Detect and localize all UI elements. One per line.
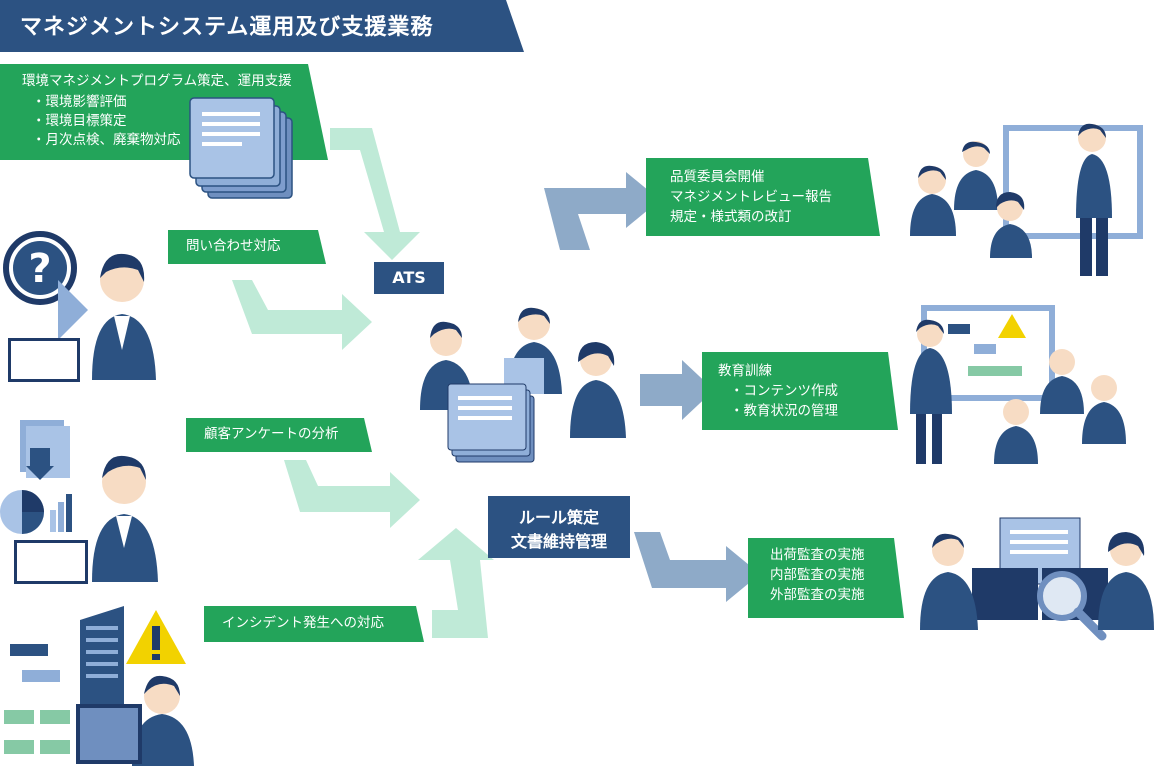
team-meeting-illustration <box>420 307 626 463</box>
document-stack-icon <box>189 97 293 199</box>
training-item: ・コンテンツ作成 <box>730 383 838 399</box>
magnifier-icon <box>1037 571 1107 641</box>
env-program-item: ・環境影響評価 <box>32 94 127 110</box>
inquiry-operator-illustration: ? <box>3 231 156 382</box>
inquiry-label: 問い合わせ対応 <box>186 238 281 254</box>
training-session-illustration <box>910 305 1126 464</box>
quality-item: 規定・様式類の改訂 <box>670 209 792 225</box>
incident-operator-illustration <box>4 606 194 766</box>
rules-label: 文書維持管理 <box>510 532 607 551</box>
audit-illustration <box>920 517 1154 641</box>
survey-analyst-illustration <box>0 420 158 584</box>
survey-box <box>186 418 372 452</box>
survey-label: 顧客アンケートの分析 <box>204 426 339 442</box>
building-icon <box>80 606 124 710</box>
training-item: ・教育状況の管理 <box>730 403 838 419</box>
incident-box <box>204 606 424 642</box>
env-program-item: ・環境目標策定 <box>32 113 127 129</box>
rules-box <box>488 496 630 558</box>
ats-label: ATS <box>392 268 426 287</box>
quality-item: 品質委員会開催 <box>670 169 765 185</box>
ats-box <box>374 262 444 294</box>
title-banner <box>0 0 524 52</box>
inquiry-box <box>168 230 326 264</box>
quality-item: マネジメントレビュー報告 <box>670 189 832 205</box>
rules-label: ルール策定 <box>518 508 599 527</box>
audit-item: 内部監査の実施 <box>770 567 865 583</box>
quality-box <box>646 158 880 236</box>
training-box <box>702 352 898 430</box>
training-title: 教育訓練 <box>718 363 772 379</box>
audit-box <box>748 538 904 618</box>
env-program-item: ・月次点検、廃棄物対応 <box>32 132 181 148</box>
warning-icon <box>126 610 186 664</box>
audit-item: 出荷監査の実施 <box>770 547 865 563</box>
svg-text:?: ? <box>28 246 51 292</box>
incident-label: インシデント発生への対応 <box>222 615 384 631</box>
page-title: マネジメントシステム運用及び支援業務 <box>20 15 434 40</box>
quality-meeting-illustration <box>910 123 1143 276</box>
pie-chart-icon <box>0 490 44 534</box>
audit-item: 外部監査の実施 <box>770 587 865 603</box>
env-program-title: 環境マネジメントプログラム策定、運用支援 <box>22 73 292 89</box>
